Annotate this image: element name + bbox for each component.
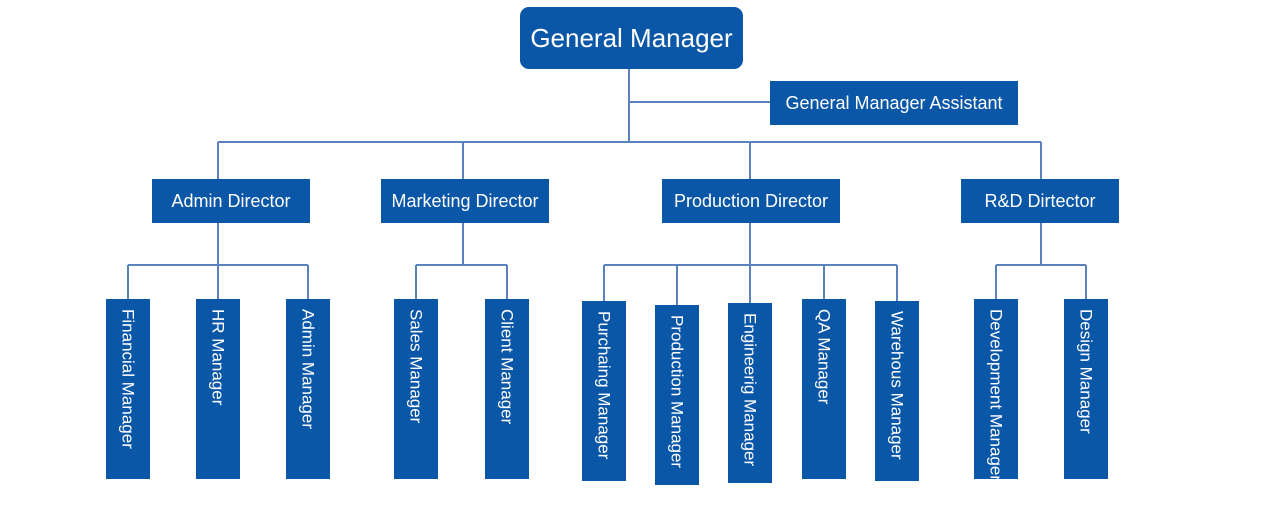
client-manager-box: Client Manager bbox=[485, 299, 529, 479]
production-director-label: Production Director bbox=[673, 190, 829, 211]
warehouse-manager-box: Warehous Manager bbox=[875, 301, 919, 481]
client-manager-label: Client Manager bbox=[497, 309, 517, 425]
warehouse-manager-label: Warehous Manager bbox=[887, 311, 907, 460]
marketing-director-box: Marketing Director bbox=[381, 179, 549, 223]
general-manager-box: General Manager bbox=[520, 7, 743, 69]
admin-director-box: Admin Director bbox=[152, 179, 310, 223]
general-manager-label: General Manager bbox=[530, 22, 733, 53]
rd-director-label: R&D Dirtector bbox=[984, 190, 1096, 211]
admin-manager-box: Admin Manager bbox=[286, 299, 330, 479]
purchasing-manager-label: Purchaing Manager bbox=[594, 311, 614, 460]
general-manager-assistant-label: General Manager Assistant bbox=[785, 92, 1003, 113]
financial-manager-label: Financial Manager bbox=[118, 309, 138, 449]
engineering-manager-label: Engineerig Manager bbox=[740, 313, 760, 467]
hr-manager-label: HR Manager bbox=[208, 309, 228, 406]
development-manager-box: Development Manager bbox=[974, 299, 1018, 481]
purchasing-manager-box: Purchaing Manager bbox=[582, 301, 626, 481]
design-manager-box: Design Manager bbox=[1064, 299, 1108, 479]
sales-manager-label: Sales Manager bbox=[406, 309, 426, 424]
hr-manager-box: HR Manager bbox=[196, 299, 240, 479]
design-manager-label: Design Manager bbox=[1076, 309, 1096, 434]
marketing-director-label: Marketing Director bbox=[391, 190, 539, 211]
financial-manager-box: Financial Manager bbox=[106, 299, 150, 479]
engineering-manager-box: Engineerig Manager bbox=[728, 303, 772, 483]
qa-manager-box: QA Manager bbox=[802, 299, 846, 479]
production-manager-box: Production Manager bbox=[655, 305, 699, 485]
production-manager-label: Production Manager bbox=[667, 315, 687, 469]
development-manager-label: Development Manager bbox=[986, 309, 1006, 481]
production-director-box: Production Director bbox=[662, 179, 840, 223]
rd-director-box: R&D Dirtector bbox=[961, 179, 1119, 223]
admin-director-label: Admin Director bbox=[171, 190, 291, 211]
qa-manager-label: QA Manager bbox=[814, 309, 834, 405]
sales-manager-box: Sales Manager bbox=[394, 299, 438, 479]
admin-manager-label: Admin Manager bbox=[298, 309, 318, 430]
general-manager-assistant-box: General Manager Assistant bbox=[770, 81, 1018, 125]
